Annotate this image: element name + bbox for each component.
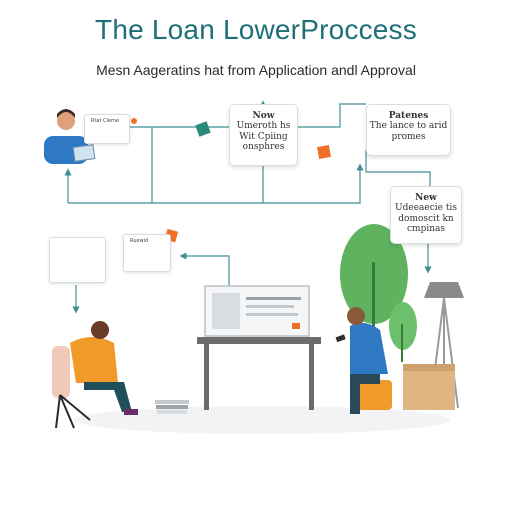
person-seated-left <box>52 321 189 429</box>
page-title: The Loan LowerProccess <box>95 14 417 45</box>
callout-now-body: Umeroth hs Wit Cpiing onsphres <box>236 121 291 153</box>
callout-patenes-heading: Patenes <box>388 111 429 121</box>
diamond-marker-icon <box>317 145 331 159</box>
callout-now: Now Umeroth hs Wit Cpiing onsphres <box>229 104 298 166</box>
callout-patenes: Patenes The lance to arid promes <box>366 104 451 156</box>
connector-lines <box>64 100 432 314</box>
connector-desk <box>179 252 230 285</box>
diamond-marker-icon <box>195 121 211 137</box>
card-review: Ruewid <box>123 234 171 272</box>
callout-new: New Udeeaecie tis domoscit kn cmpinas <box>390 186 462 244</box>
person-seated-right <box>335 307 392 414</box>
card-review-label: Ruewid <box>130 238 149 244</box>
card-applicant-label: Rtat Cleme <box>91 118 119 124</box>
callout-now-heading: Now <box>252 111 275 121</box>
callout-new-heading: New <box>415 193 437 203</box>
storage-box <box>403 364 455 410</box>
connector-loop-left <box>151 127 364 204</box>
person-top-left <box>44 109 96 164</box>
card-applicant: Rtat Cleme <box>84 114 130 144</box>
plant-icon <box>340 224 417 362</box>
callout-patenes-body: The lance to arid promes <box>369 121 448 142</box>
connector-right <box>365 150 431 186</box>
callout-new-body: Udeeaecie tis domoscit kn cmpinas <box>395 203 457 235</box>
card-document <box>49 237 106 283</box>
storage-box-lid <box>403 364 455 371</box>
dot-marker-icon <box>131 118 137 124</box>
page-subtitle: Mesn Aageratins hat from Application and… <box>96 62 416 78</box>
desk-with-monitor <box>197 285 321 410</box>
connector-top-right <box>263 103 366 128</box>
